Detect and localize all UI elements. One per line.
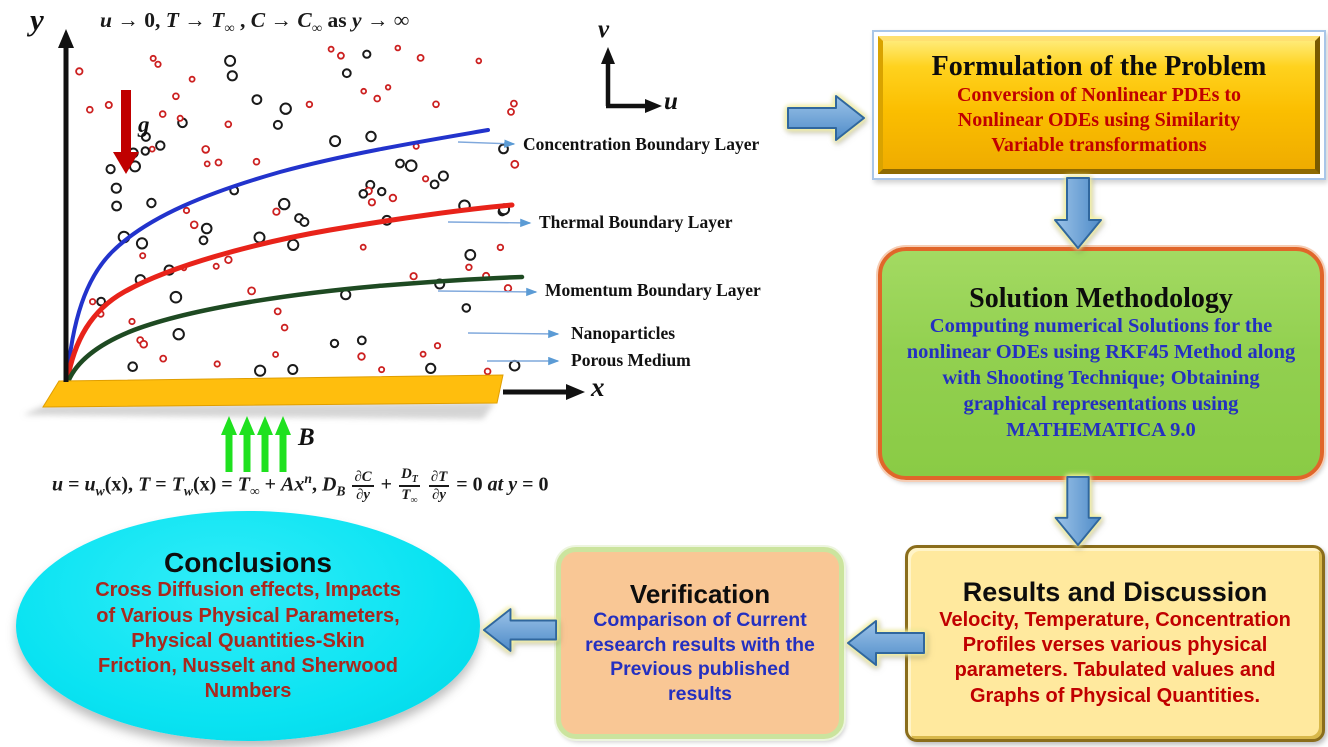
momentum-layer-label: Momentum Boundary Layer	[545, 280, 761, 300]
nanoparticles-label: Nanoparticles	[571, 323, 676, 343]
y-axis-arrowhead-icon	[58, 29, 74, 48]
y-axis-label: y	[30, 2, 44, 37]
formulation-box: Formulation of the Problem Conversion of…	[878, 36, 1320, 174]
magnetic-field-label: B	[298, 424, 315, 451]
gravity-label: g	[138, 112, 150, 137]
thermal-layer-label: Thermal Boundary Layer	[539, 212, 733, 232]
flow-arrow-down-2-icon	[1054, 475, 1102, 547]
verification-box: Verification Comparison of Current resea…	[556, 547, 844, 739]
v-axis-label: v	[598, 16, 610, 43]
flow-arrow-right-icon	[787, 95, 865, 141]
results-title: Results and Discussion	[962, 577, 1268, 608]
conclusions-ellipse: Conclusions Cross Diffusion effects, Imp…	[16, 511, 480, 741]
flow-arrow-left-2-icon	[482, 608, 558, 652]
solution-title: Solution Methodology	[969, 282, 1233, 314]
nanoparticle-field	[75, 44, 521, 377]
conclusions-title: Conclusions	[163, 546, 332, 578]
v-axis-arrowhead-icon	[601, 47, 615, 64]
wall-condition-equation: u = uw(x), T = Tw(x) = T∞ + Axn, DB ∂C∂y…	[52, 466, 549, 506]
magnetic-field-arrows	[221, 416, 291, 472]
porous-medium-label: Porous Medium	[571, 350, 691, 370]
concentration-curve	[65, 128, 490, 384]
solution-body: Computing numerical Solutions for the no…	[906, 315, 1296, 441]
results-discussion-box: Results and Discussion Velocity, Tempera…	[905, 545, 1325, 742]
concentration-layer-label: Concentration Boundary Layer	[523, 134, 760, 154]
conclusions-body: Cross Diffusion effects, Impacts of Vari…	[95, 579, 401, 703]
u-axis-label: u	[664, 88, 678, 115]
u-axis-arrowhead-icon	[645, 99, 662, 113]
formulation-title: Formulation of the Problem	[931, 50, 1267, 82]
gravity-arrow-head-icon	[113, 152, 139, 174]
solution-methodology-box: Solution Methodology Computing numerical…	[878, 247, 1324, 480]
verification-title: Verification	[629, 578, 771, 609]
flow-arrow-left-1-icon	[847, 620, 925, 666]
x-axis-arrowhead-icon	[566, 384, 585, 400]
x-axis-label: x	[591, 372, 605, 402]
formulation-body: Conversion of Nonlinear PDEs to Nonlinea…	[956, 83, 1242, 156]
formulation-box-frame: Formulation of the Problem Conversion of…	[872, 30, 1326, 180]
results-body: Velocity, Temperature, Concentration Pro…	[939, 608, 1291, 707]
far-field-condition-equation: u → 0, T → T∞ , C → C∞ as y → ∞	[100, 8, 410, 37]
stretching-sheet-plate	[42, 374, 504, 408]
gravity-arrow-shaft	[121, 90, 131, 153]
thermal-curve	[64, 202, 515, 385]
verification-body: Comparison of Current research results w…	[585, 609, 815, 705]
flow-arrow-down-1-icon	[1054, 177, 1102, 249]
boundary-layer-diagram	[23, 29, 662, 472]
momentum-curve	[65, 274, 525, 385]
leader-lines	[437, 139, 560, 366]
